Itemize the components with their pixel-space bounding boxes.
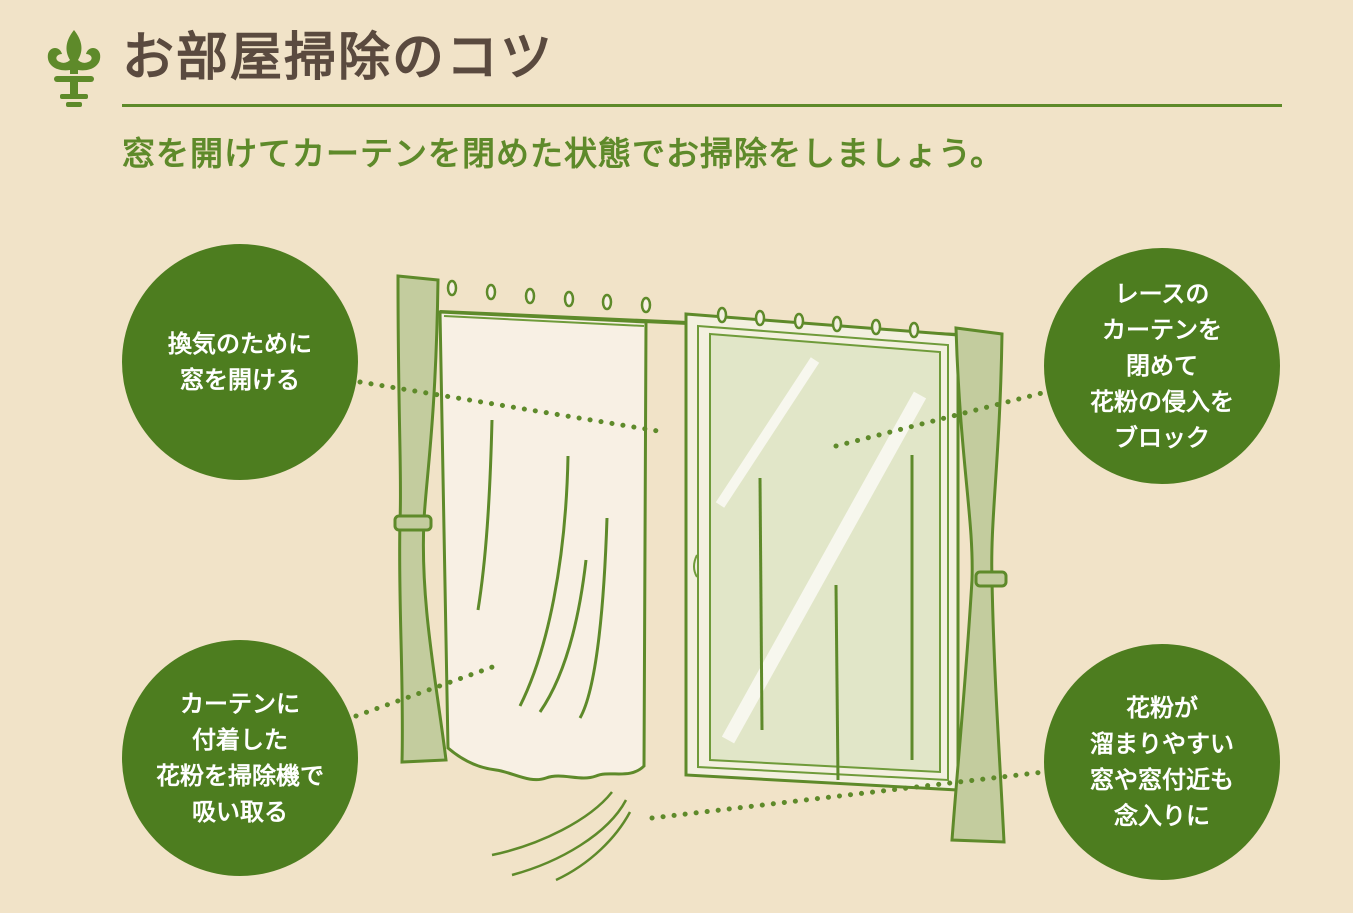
callout-line: 念入りに — [1114, 802, 1210, 830]
callout-line: 付着した — [192, 726, 288, 754]
drape-curtain-left — [393, 274, 448, 764]
callout-lace-curtain: レースの カーテンを 閉めて 花粉の侵入を ブロック — [1044, 248, 1280, 484]
curtain-hooks-left — [446, 279, 652, 314]
callout-line: カーテンに — [180, 690, 300, 718]
drape-curtain-right — [950, 326, 1008, 844]
callout-line: 溜まりやすい — [1090, 730, 1234, 758]
window-glass-pane — [684, 312, 960, 792]
callout-window-area: 花粉が 溜まりやすい 窓や窓付近も 念入りに — [1044, 644, 1280, 880]
page-header: お部屋掃除のコツ 窓を開けてカーテンを閉めた状態でお掃除をしましょう。 — [0, 0, 1353, 200]
callout-line: 閉めて — [1126, 352, 1198, 380]
curtain-hooks-right — [716, 306, 920, 339]
callout-line: 花粉の侵入を — [1090, 388, 1234, 416]
breeze-lines — [491, 791, 632, 882]
fleur-de-lis-icon — [47, 30, 101, 107]
callout-line: 窓や窓付近も — [1090, 766, 1234, 794]
callout-line: レースの — [1114, 280, 1210, 308]
leader-lines — [353, 379, 1049, 821]
callout-line: ブロック — [1114, 424, 1210, 452]
callout-line: 花粉が — [1126, 694, 1198, 722]
title-divider — [122, 104, 1282, 107]
callout-line: カーテンを — [1102, 316, 1222, 344]
lace-curtain-right — [758, 455, 914, 781]
callout-line: 窓を開ける — [180, 366, 300, 394]
page-subtitle: 窓を開けてカーテンを閉めた状態でお掃除をしましょう。 — [122, 134, 1005, 173]
callout-ventilate: 換気のために 窓を開ける — [122, 244, 358, 480]
callout-line: 吸い取る — [192, 798, 288, 826]
lace-curtain-left — [438, 310, 648, 782]
page-title: お部屋掃除のコツ — [122, 28, 555, 88]
callout-vacuum-curtain: カーテンに 付着した 花粉を掃除機で 吸い取る — [122, 640, 358, 876]
callout-line: 花粉を掃除機で — [156, 762, 324, 790]
callout-line: 換気のために — [168, 330, 312, 358]
